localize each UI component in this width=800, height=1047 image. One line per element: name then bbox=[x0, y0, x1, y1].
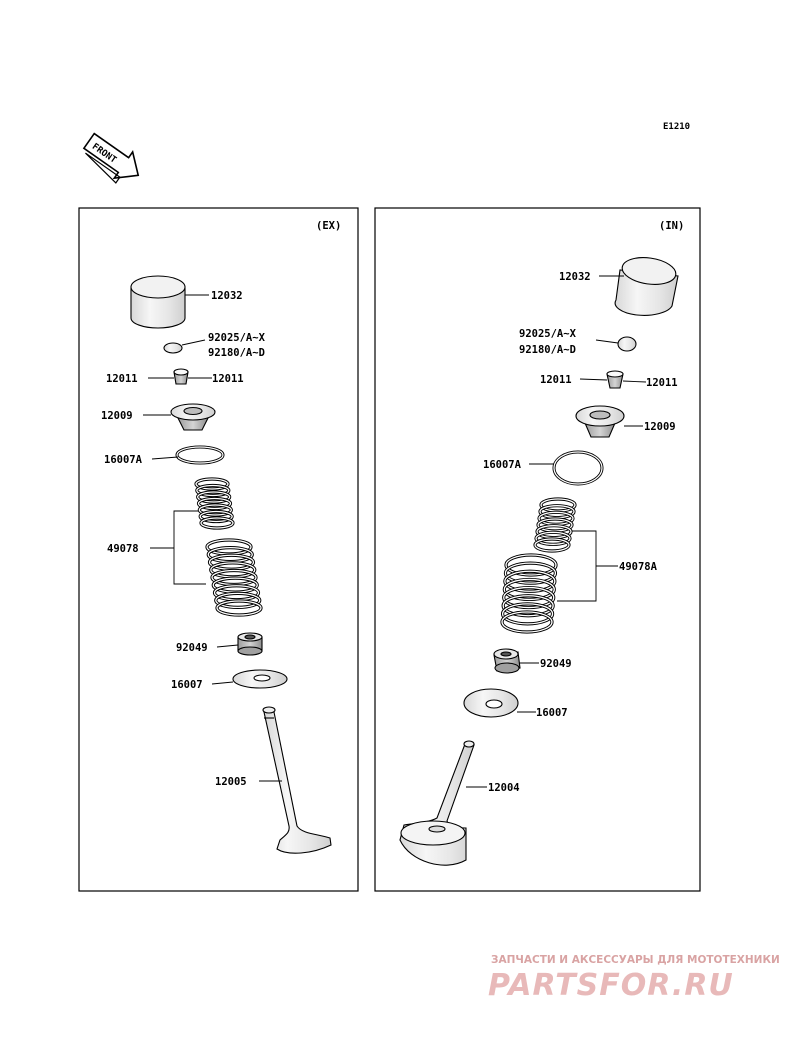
in-inner-spring-coil-highlight bbox=[534, 538, 570, 552]
in-spring-seat bbox=[463, 688, 519, 718]
ex-inner-spring-coil-highlight bbox=[196, 484, 230, 497]
ex-inner-spring-coil-highlight bbox=[200, 517, 234, 529]
ex-label-tappet: 12032 bbox=[211, 290, 243, 302]
in-label-tappet: 12032 bbox=[559, 271, 591, 283]
in-label-cotter-right: 12011 bbox=[646, 377, 678, 389]
ex-label-seal: 92049 bbox=[176, 642, 208, 654]
in-label-springs: 49078A bbox=[619, 561, 658, 573]
ex-label-retainer: 12009 bbox=[101, 410, 133, 422]
ex-outer-spring-coil-highlight bbox=[215, 592, 261, 609]
ex-inner-spring-coil-highlight bbox=[197, 491, 231, 503]
in-label-cotter-left: 12011 bbox=[540, 374, 572, 386]
front-arrow-icon: FRONT bbox=[82, 132, 140, 184]
in-panel: (IN) 12032 92025/A~X 92180/A~D 12011 120… bbox=[374, 207, 701, 892]
ex-panel-frame bbox=[78, 207, 359, 892]
in-outer-spring-coil-highlight bbox=[505, 554, 557, 576]
ex-exhaust-valve bbox=[262, 706, 332, 854]
in-retainer bbox=[575, 405, 625, 438]
in-label-seal: 92049 bbox=[540, 658, 572, 670]
in-valve-seal bbox=[493, 648, 521, 674]
ex-label-shim-a: 92025/A~X bbox=[208, 332, 266, 344]
in-label-retainer: 12009 bbox=[644, 421, 676, 433]
ex-label-springs: 49078 bbox=[107, 543, 139, 555]
ex-tappet bbox=[130, 275, 186, 329]
in-panel-frame bbox=[374, 207, 701, 892]
watermark-brand: PARTSFOR.RU bbox=[488, 968, 734, 1003]
diagram-code: E1210 bbox=[663, 122, 690, 132]
in-outer-spring-coil-highlight bbox=[501, 603, 554, 625]
in-cotter bbox=[606, 370, 624, 389]
in-label-shim-a: 92025/A~X bbox=[519, 328, 577, 340]
ex-inner-spring-coil-highlight bbox=[199, 510, 233, 523]
ex-label-shim-b: 92180/A~D bbox=[208, 347, 265, 359]
ex-label-washer: 16007A bbox=[104, 454, 143, 466]
ex-label-seat: 16007 bbox=[171, 679, 203, 691]
watermark: ЗАПЧАСТИ И АКСЕССУАРЫ ДЛЯ МОТОТЕХНИКИ PA… bbox=[488, 954, 780, 1003]
ex-shim bbox=[163, 342, 183, 354]
in-label-seat: 16007 bbox=[536, 707, 568, 719]
in-label-valve: 12004 bbox=[488, 782, 520, 794]
in-outer-spring bbox=[500, 553, 558, 634]
ex-valve-seal bbox=[237, 632, 263, 656]
in-outer-spring-coil-highlight bbox=[504, 562, 557, 584]
ex-panel-title: (EX) bbox=[316, 220, 341, 232]
in-outer-spring-coil-highlight bbox=[502, 595, 554, 617]
ex-inner-spring-coil-highlight bbox=[198, 504, 232, 516]
in-intake-valve bbox=[399, 740, 475, 866]
ex-inner-spring bbox=[194, 477, 235, 530]
in-inner-spring-coil-highlight bbox=[535, 531, 571, 545]
in-tappet bbox=[614, 257, 679, 316]
ex-outer-spring bbox=[205, 538, 263, 617]
ex-label-valve: 12005 bbox=[215, 776, 247, 788]
ex-label-cotter-right: 12011 bbox=[212, 373, 244, 385]
in-outer-spring-coil-highlight bbox=[501, 611, 553, 633]
ex-cotter bbox=[173, 368, 189, 385]
watermark-tagline: ЗАПЧАСТИ И АКСЕССУАРЫ ДЛЯ МОТОТЕХНИКИ bbox=[491, 954, 780, 966]
in-inner-spring bbox=[533, 497, 577, 553]
in-outer-spring-coil-highlight bbox=[503, 578, 555, 601]
ex-inner-spring-coil-highlight bbox=[197, 497, 232, 510]
ex-label-cotter-left: 12011 bbox=[106, 373, 138, 385]
in-panel-title: (IN) bbox=[659, 220, 684, 232]
in-outer-spring-coil-highlight bbox=[504, 570, 556, 592]
in-label-shim-b: 92180/A~D bbox=[519, 344, 576, 356]
in-label-washer: 16007A bbox=[483, 459, 522, 471]
ex-panel: (EX) 12032 92025/A~X 92180/A~D 12011 120… bbox=[78, 207, 359, 892]
in-shim bbox=[617, 336, 637, 352]
ex-spring-seat bbox=[232, 669, 288, 689]
in-outer-spring-coil-highlight bbox=[503, 586, 555, 609]
ex-inner-spring-coil-highlight bbox=[195, 478, 229, 490]
ex-retainer bbox=[170, 403, 216, 431]
ex-outer-spring-coil-highlight bbox=[216, 600, 262, 616]
